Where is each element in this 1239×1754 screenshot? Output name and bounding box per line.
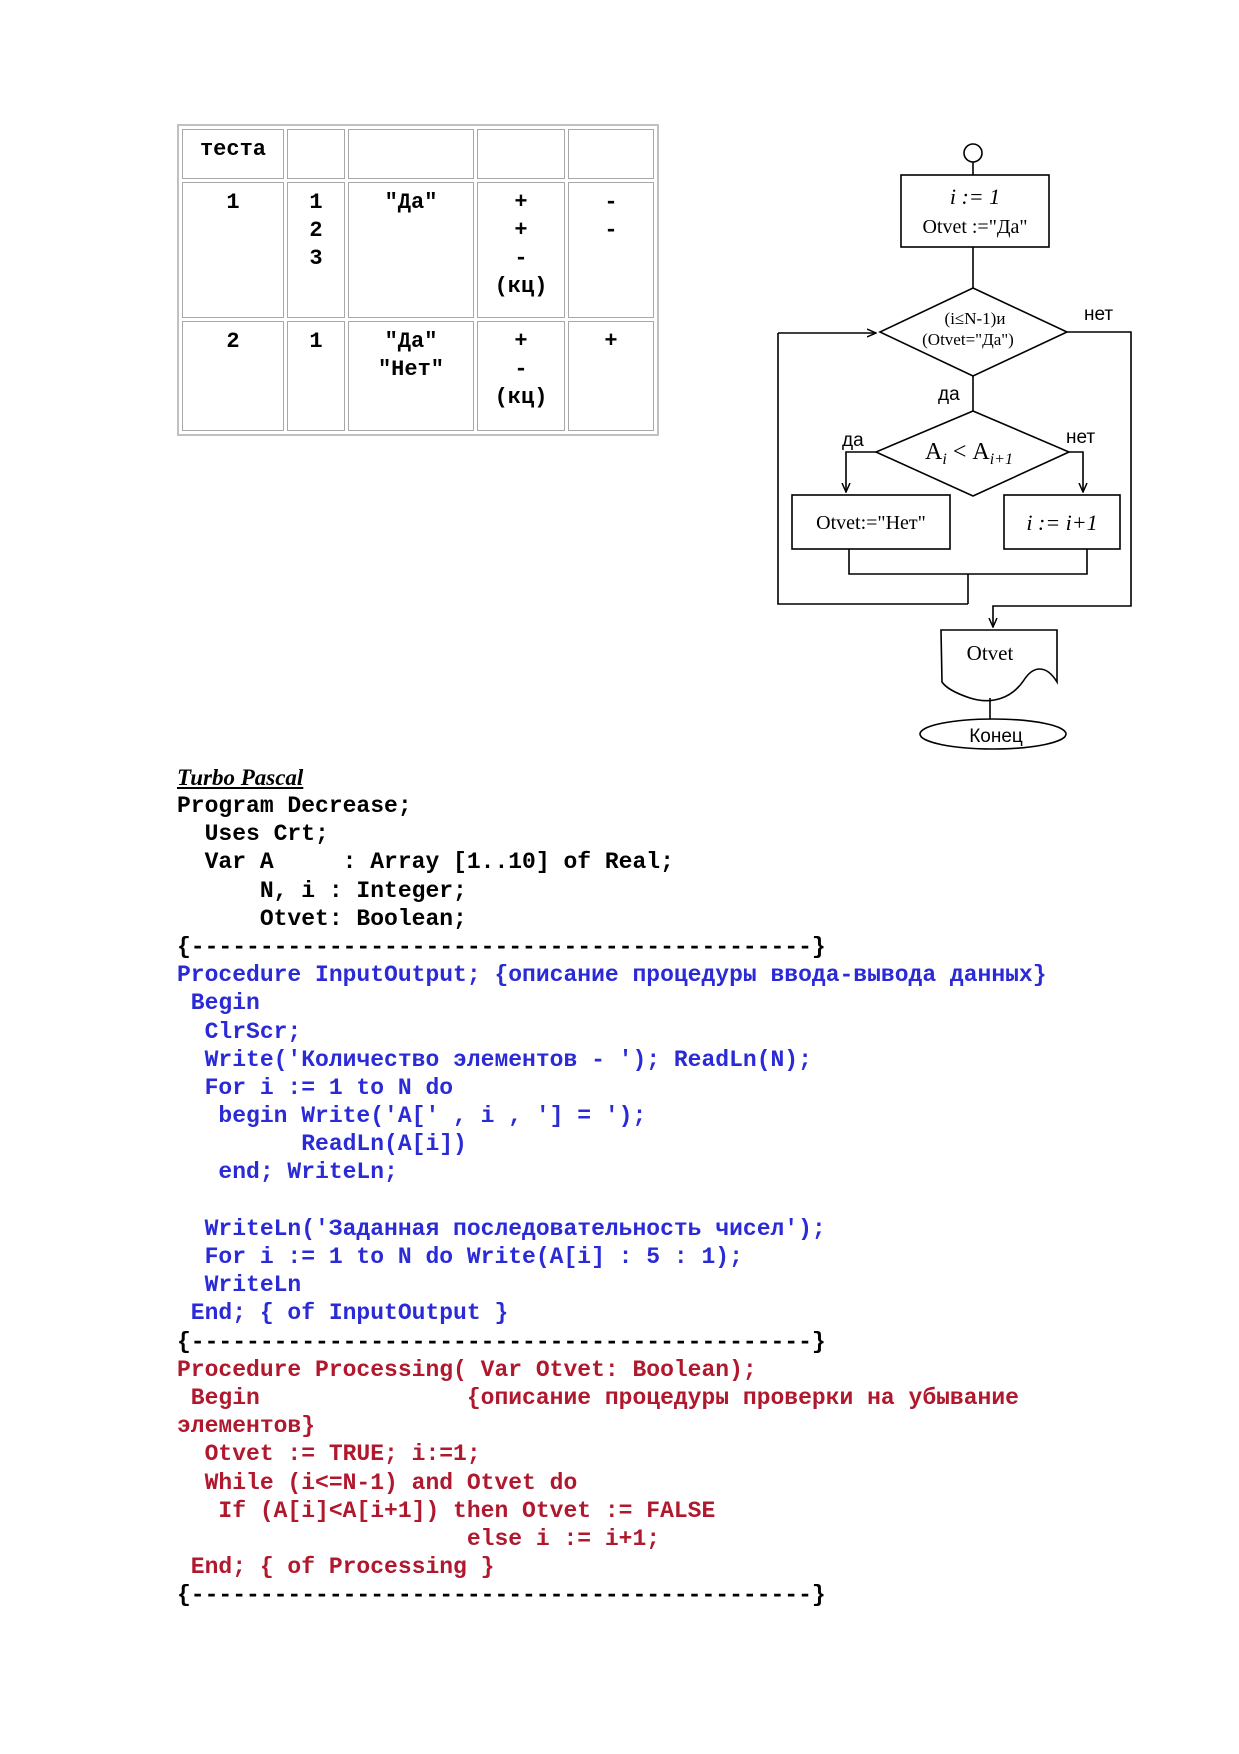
table-cell: 1 2 3 [287, 182, 345, 318]
code-line: While (i<=N-1) and Otvet do [177, 1469, 578, 1496]
code-line: Write('Количество элементов - '); ReadLn… [177, 1046, 812, 1073]
compare-condition-text: Ai<Ai+1 [925, 439, 1013, 468]
code-line: Var A : Array [1..10] of Real; [177, 849, 674, 876]
init-line-2: Otvet :="Да" [922, 216, 1027, 238]
code-line: Procedure InputOutput; {описание процеду… [177, 962, 1047, 989]
loop-condition-line-1: (i≤N-1)и [945, 309, 1006, 328]
label-yes-loop: да [938, 384, 960, 405]
code-line: {---------------------------------------… [177, 1582, 826, 1609]
table-cell: - - [568, 182, 654, 318]
output-text: Otvet [967, 641, 1014, 665]
code-line: End; { of Processing } [177, 1554, 495, 1581]
table-row: 1 1 2 3 "Да" + + - (кц) - - [182, 182, 654, 318]
table-row: 2 1 "Да" "Нет" + - (кц) + [182, 321, 654, 431]
code-line: end; WriteLn; [177, 1159, 398, 1186]
table-cell: "Да" "Нет" [348, 321, 474, 431]
output-document-shape [940, 629, 1058, 702]
code-line: элементов} [177, 1413, 316, 1440]
code-line: Program Decrease; [177, 793, 412, 819]
table-header-cell [568, 129, 654, 179]
start-connector [963, 143, 983, 163]
table-header-cell: теста [182, 129, 284, 179]
code-line: Begin {описание процедуры проверки на уб… [177, 1384, 1019, 1411]
table-cell: 1 [182, 182, 284, 318]
code-line: ReadLn(A[i]) [177, 1131, 467, 1158]
code-line: For i := 1 to N do Write(A[i] : 5 : 1); [177, 1244, 743, 1270]
code-line: If (A[i]<A[i+1]) then Otvet := FALSE [177, 1497, 716, 1524]
code-line: {---------------------------------------… [177, 1328, 826, 1355]
code-line: ClrScr; [177, 1018, 302, 1045]
code-line: N, i : Integer; [177, 877, 467, 904]
table-cell: 1 [287, 321, 345, 431]
table-cell: 2 [182, 321, 284, 431]
table-header-row: теста [182, 129, 654, 179]
test-table: теста 1 1 2 3 "Да" + + - (кц) - - 2 1 "Д… [177, 124, 659, 436]
code-title: Turbo Pascal [177, 765, 304, 790]
increment-index-text: i := i+1 [1026, 510, 1097, 535]
table-header-cell [477, 129, 565, 179]
code-line: Begin [177, 990, 260, 1017]
code-lines: Program Decrease; Uses Crt; Var A : Arra… [177, 792, 1047, 1609]
label-no-exit: нет [1084, 304, 1113, 325]
code-line: Otvet: Boolean; [177, 905, 467, 932]
code-line: WriteLn('Заданная последовательность чис… [177, 1215, 826, 1242]
code-line: For i := 1 to N do [177, 1074, 454, 1101]
code-line: Uses Crt; [177, 821, 329, 848]
table-header-cell [348, 129, 474, 179]
label-yes-compare: да [842, 430, 864, 451]
init-process-box [900, 174, 1050, 248]
end-terminal [919, 718, 1067, 750]
code-listing: Turbo Pascal Program Decrease; Uses Crt;… [177, 764, 1047, 1609]
table-cell: + + - (кц) [477, 182, 565, 318]
compare-condition-diamond [874, 410, 1071, 497]
code-line [177, 1187, 1047, 1215]
code-line: {---------------------------------------… [177, 933, 826, 960]
code-line: begin Write('A[' , i , '] = '); [177, 1103, 647, 1130]
code-line: Otvet := TRUE; i:=1; [177, 1441, 481, 1468]
table-cell: "Да" [348, 182, 474, 318]
flowchart: i := 1 Otvet :="Да" (i≤N-1)и (Otvet="Да"… [777, 143, 1132, 750]
code-line: End; { of InputOutput } [177, 1300, 509, 1327]
increment-index-box [1003, 494, 1121, 550]
set-answer-no-box [791, 494, 951, 550]
code-line: else i := i+1; [177, 1525, 661, 1552]
code-line: Procedure Processing( Var Otvet: Boolean… [177, 1356, 757, 1383]
end-text: Конец [969, 726, 1023, 747]
table-cell: + - (кц) [477, 321, 565, 431]
table-header-cell [287, 129, 345, 179]
init-line-1: i := 1 [950, 184, 1000, 209]
label-no-compare: нет [1066, 427, 1095, 448]
table-cell: + [568, 321, 654, 431]
set-answer-no-text: Otvet:="Нет" [816, 512, 926, 534]
loop-condition-line-2: (Otvet="Да") [922, 330, 1014, 349]
code-line: WriteLn [177, 1272, 302, 1299]
